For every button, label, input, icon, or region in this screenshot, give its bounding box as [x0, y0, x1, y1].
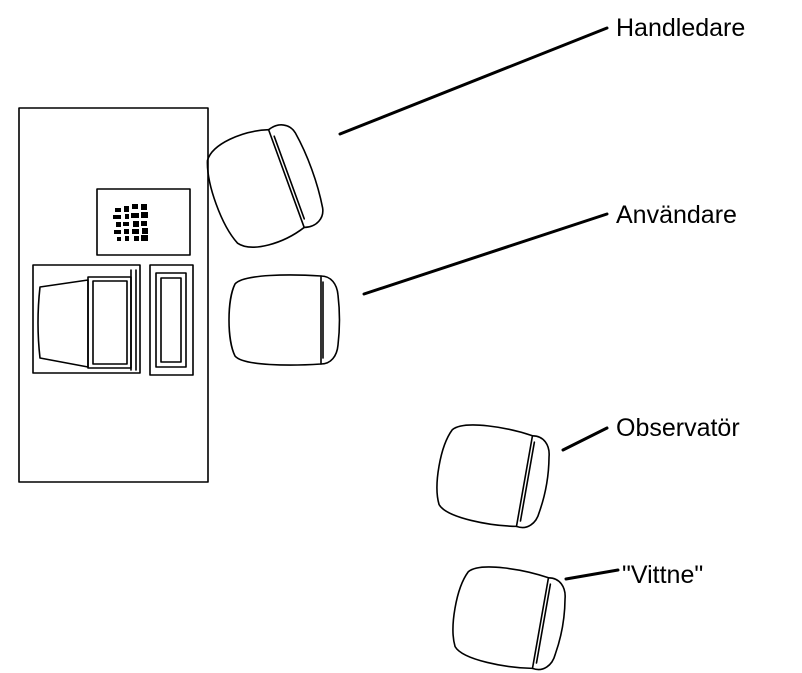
- leader-instructor: [338, 26, 609, 136]
- chair-observer: [436, 424, 550, 529]
- leader-witness: [564, 568, 620, 581]
- leader-observer: [561, 426, 609, 452]
- monitor: [32, 264, 141, 374]
- desk: [18, 107, 209, 483]
- chair-witness: [452, 566, 566, 671]
- label-witness: "Vittne": [622, 561, 704, 589]
- label-user: Användare: [616, 201, 737, 229]
- chair-instructor: [206, 124, 324, 248]
- keypad: [96, 188, 191, 256]
- computer-unit: [149, 264, 194, 376]
- label-observer: Observatör: [616, 414, 740, 442]
- chair-user: [228, 274, 341, 366]
- leader-user: [362, 212, 609, 296]
- label-instructor: Handledare: [616, 14, 746, 42]
